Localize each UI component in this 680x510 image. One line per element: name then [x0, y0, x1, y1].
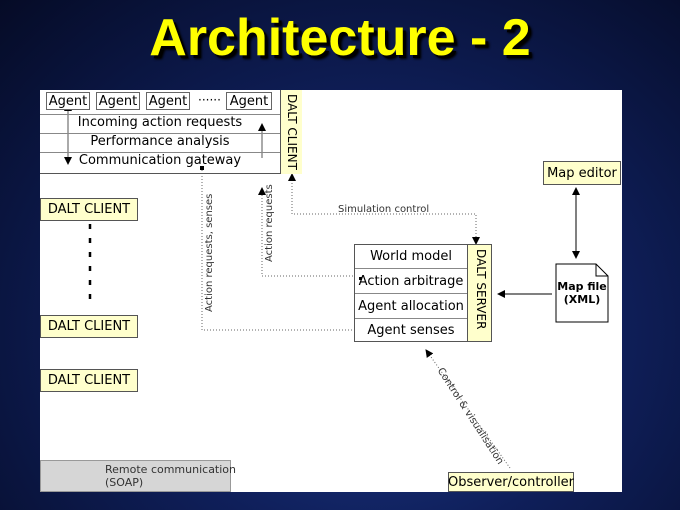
dalt-server-vertical-label: DALT SERVER: [474, 249, 488, 330]
legend-text: Remote communication (SOAP): [105, 463, 236, 489]
performance-analysis: Performance analysis: [90, 134, 230, 149]
map-editor-box: Map editor: [543, 161, 621, 185]
legend-box: Remote communication (SOAP): [40, 460, 236, 492]
agent-box: Agent: [146, 92, 190, 110]
map-file-shape: [555, 263, 609, 323]
senses-line: [201, 170, 363, 334]
map-file-line2: (XML): [563, 293, 601, 306]
map-file-line1: Map file: [557, 280, 607, 293]
arbitrage-dot: [359, 277, 362, 280]
connector-layer: [46, 103, 609, 477]
simulation-control-label: Simulation control: [338, 204, 430, 215]
dalt-server-vertical-tab: DALT SERVER: [467, 245, 491, 341]
agents-ellipsis: ······: [198, 93, 221, 107]
agent-box: Agent: [46, 92, 90, 110]
agent-allocation: Agent allocation: [355, 294, 467, 319]
slide-title: Architecture - 2: [149, 9, 531, 67]
legend-line2: (SOAP): [105, 476, 144, 489]
gateway-dot: [200, 166, 204, 170]
communication-gateway: Communication gateway: [78, 153, 242, 168]
action-requests-line: [258, 187, 362, 277]
dalt-client-box: DALT CLIENT: [40, 198, 138, 221]
agent-senses: Agent senses: [367, 323, 455, 338]
agent-box: Agent: [226, 92, 272, 110]
dalt-client-box: DALT CLIENT: [40, 369, 138, 392]
dalt-client-vertical-tab: DALT CLIENT: [280, 90, 302, 174]
observer-controller-box: Observer/controller: [448, 472, 574, 492]
action-arbitrage: Action arbitrage: [355, 269, 467, 294]
action-requests-senses-label: Action requests, senses: [204, 193, 215, 312]
simulation-control-line: [288, 173, 480, 245]
incoming-action-requests: Incoming action requests: [77, 115, 243, 130]
map-file-label: Map file (XML): [556, 280, 608, 306]
dalt-client-box: DALT CLIENT: [40, 315, 138, 338]
dalt-client-vertical-label: DALT CLIENT: [285, 94, 299, 170]
agent-box: Agent: [96, 92, 140, 110]
action-requests-label: Action requests: [264, 184, 275, 262]
dalt-server-panel: World model Action arbitrage Agent alloc…: [354, 244, 492, 342]
dalt-client-panel: Agent Agent Agent ······ Agent Incoming …: [40, 90, 302, 174]
observer-server-line: [425, 349, 511, 469]
architecture-diagram: Agent Agent Agent ······ Agent Incoming …: [40, 90, 622, 492]
legend-line1: Remote communication: [105, 463, 237, 476]
world-model: World model: [355, 245, 467, 269]
